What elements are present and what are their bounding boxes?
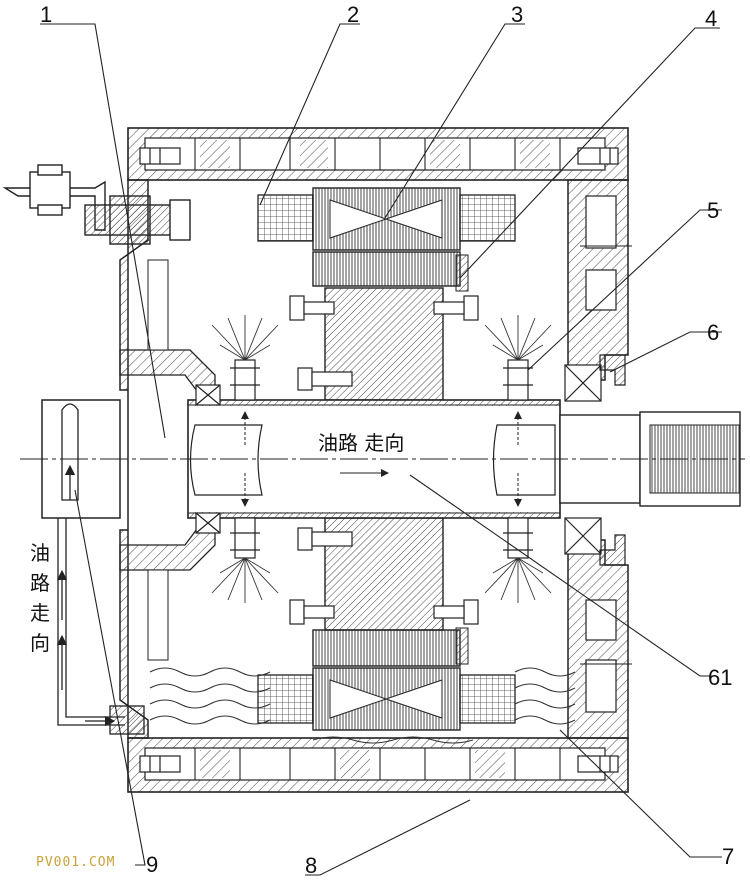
oil-spray-rays [211, 315, 552, 603]
part-label-1: 1 [40, 2, 52, 27]
oil-path-label-shaft: 油路 走向 [318, 431, 404, 455]
oil-path-label-side: 油 路 走 向 [30, 541, 50, 655]
left-end-cover [119, 179, 216, 739]
part-label-7: 7 [722, 844, 734, 869]
stator-top [257, 187, 516, 292]
rotor-bolts [289, 295, 479, 625]
stator-bottom [257, 627, 516, 731]
housing-bottom [127, 737, 629, 793]
part-label-6: 6 [707, 320, 719, 345]
part-label-8: 8 [305, 853, 317, 878]
housing-bolts [139, 147, 619, 773]
housing-top [127, 127, 629, 181]
bearings-right [195, 354, 626, 566]
watermark-text: PV001.COM [36, 855, 115, 870]
part-label-4: 4 [705, 6, 717, 31]
oil-path-char-2: 路 [30, 571, 50, 595]
shaft-radial-arrows [241, 411, 522, 507]
right-end-cover [567, 179, 632, 739]
part-number-labels: 1 2 3 4 5 6 61 7 8 9 [40, 2, 734, 878]
terminal-bracket [2, 164, 191, 245]
oil-nozzles [230, 359, 533, 559]
oil-level-waves [149, 667, 576, 744]
leader-lines [40, 23, 722, 876]
part-label-9: 9 [146, 852, 158, 877]
part-label-61: 61 [708, 665, 732, 690]
part-label-2: 2 [347, 2, 359, 27]
oil-path-char-1: 油 [30, 541, 50, 565]
shaft [187, 399, 741, 519]
oil-path-char-3: 走 [30, 601, 50, 625]
part-label-5: 5 [707, 198, 719, 223]
oil-path-char-4: 向 [30, 631, 50, 655]
part-label-3: 3 [511, 2, 523, 27]
